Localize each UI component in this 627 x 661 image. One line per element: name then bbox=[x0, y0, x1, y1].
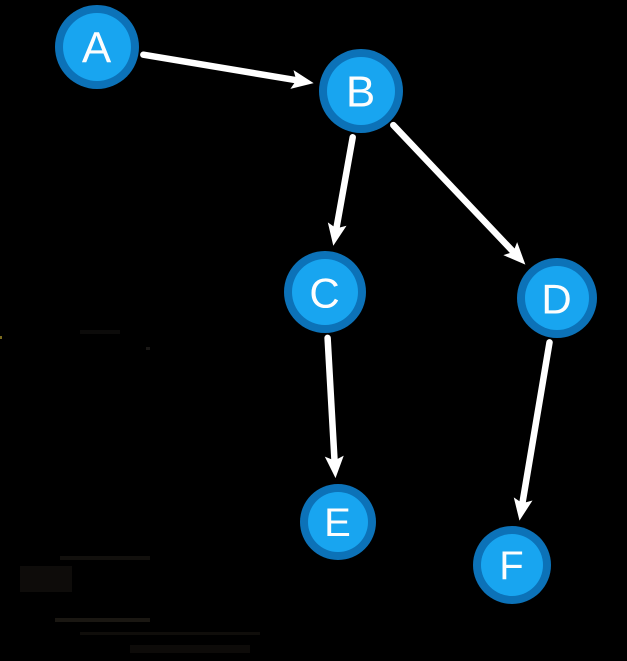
node-B[interactable]: B bbox=[319, 49, 403, 133]
edge-A-B bbox=[140, 51, 314, 89]
edge-B-D bbox=[390, 121, 526, 265]
arrowhead-icon bbox=[290, 70, 314, 89]
node-D[interactable]: D bbox=[517, 258, 597, 338]
arrowhead-icon bbox=[503, 242, 526, 265]
node-body bbox=[525, 266, 589, 330]
node-body bbox=[481, 534, 543, 596]
node-label-A: A bbox=[82, 24, 112, 73]
edge-line bbox=[518, 339, 553, 509]
node-C[interactable]: C bbox=[284, 251, 366, 333]
node-body bbox=[63, 13, 131, 81]
arrowhead-icon bbox=[324, 455, 344, 479]
edge-D-F bbox=[513, 339, 553, 521]
node-label-E: E bbox=[324, 501, 352, 545]
node-body bbox=[292, 259, 358, 325]
node-body bbox=[308, 492, 368, 552]
arrowhead-icon bbox=[513, 497, 533, 521]
edge-line bbox=[140, 51, 302, 84]
node-body bbox=[327, 57, 395, 125]
node-label-B: B bbox=[346, 68, 376, 117]
node-F[interactable]: F bbox=[473, 526, 551, 604]
edge-line bbox=[390, 121, 519, 257]
node-label-C: C bbox=[309, 270, 340, 317]
node-A[interactable]: A bbox=[55, 5, 139, 89]
node-label-F: F bbox=[499, 544, 524, 588]
node-label-D: D bbox=[541, 276, 572, 323]
edge-B-C bbox=[327, 134, 356, 246]
arrowhead-icon bbox=[327, 222, 347, 246]
edge-C-E bbox=[324, 334, 344, 479]
node-E[interactable]: E bbox=[300, 484, 376, 560]
edge-line bbox=[324, 334, 338, 466]
edge-line bbox=[332, 134, 356, 234]
